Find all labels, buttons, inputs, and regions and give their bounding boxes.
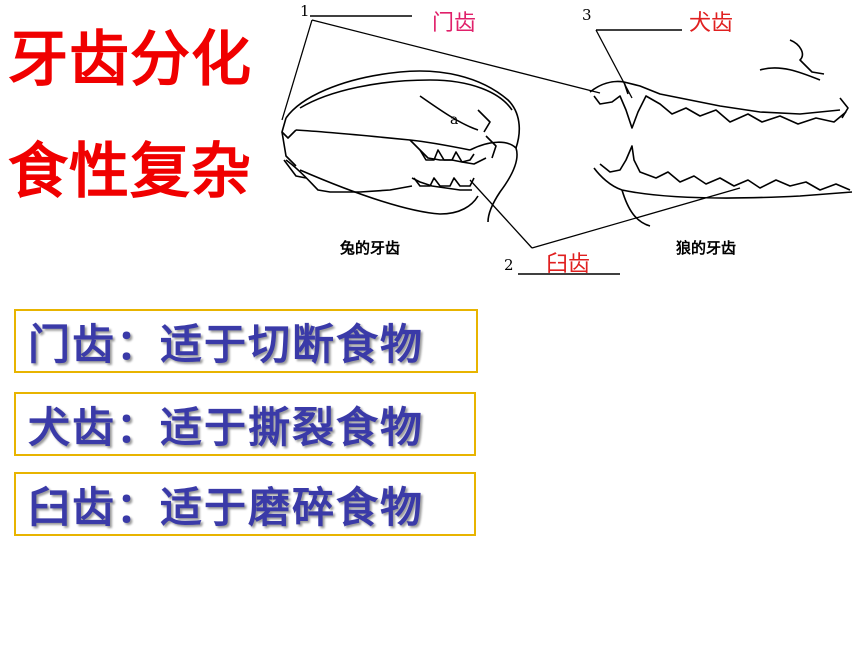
canine-info-box: 犬齿：适于撕裂食物 <box>14 392 476 456</box>
title-line-2: 食性复杂 <box>8 137 252 207</box>
canine-label: 犬齿 <box>689 11 733 36</box>
incisor-leader-wolf <box>311 19 601 94</box>
incisor-info-box: 门齿：适于切断食物 <box>14 309 478 373</box>
skull-mark: a <box>450 112 458 128</box>
wolf-jaws <box>589 39 853 227</box>
molar-info-text: 臼齿：适于磨碎食物 <box>28 482 425 532</box>
molar-info-box: 臼齿：适于磨碎食物 <box>14 472 476 536</box>
caption-rabbit: 兔的牙齿 <box>339 239 400 257</box>
incisor-info-text: 门齿：适于切断食物 <box>28 319 425 369</box>
canine-info-text: 犬齿：适于撕裂食物 <box>28 402 425 452</box>
teeth-diagram: 1 门齿 3 犬齿 a <box>281 2 853 277</box>
incisor-number: 1 <box>300 2 310 20</box>
caption-wolf: 狼的牙齿 <box>676 239 736 257</box>
molar-label: 臼齿 <box>546 252 590 277</box>
title-line-1: 牙齿分化 <box>8 25 252 95</box>
molar-leader-rabbit <box>469 179 533 249</box>
rabbit-skull <box>281 70 521 223</box>
canine-number: 3 <box>582 6 592 24</box>
incisor-leader-rabbit <box>281 19 313 121</box>
molar-leader-wolf <box>531 187 741 249</box>
incisor-label: 门齿 <box>432 11 476 36</box>
molar-number: 2 <box>504 256 514 274</box>
